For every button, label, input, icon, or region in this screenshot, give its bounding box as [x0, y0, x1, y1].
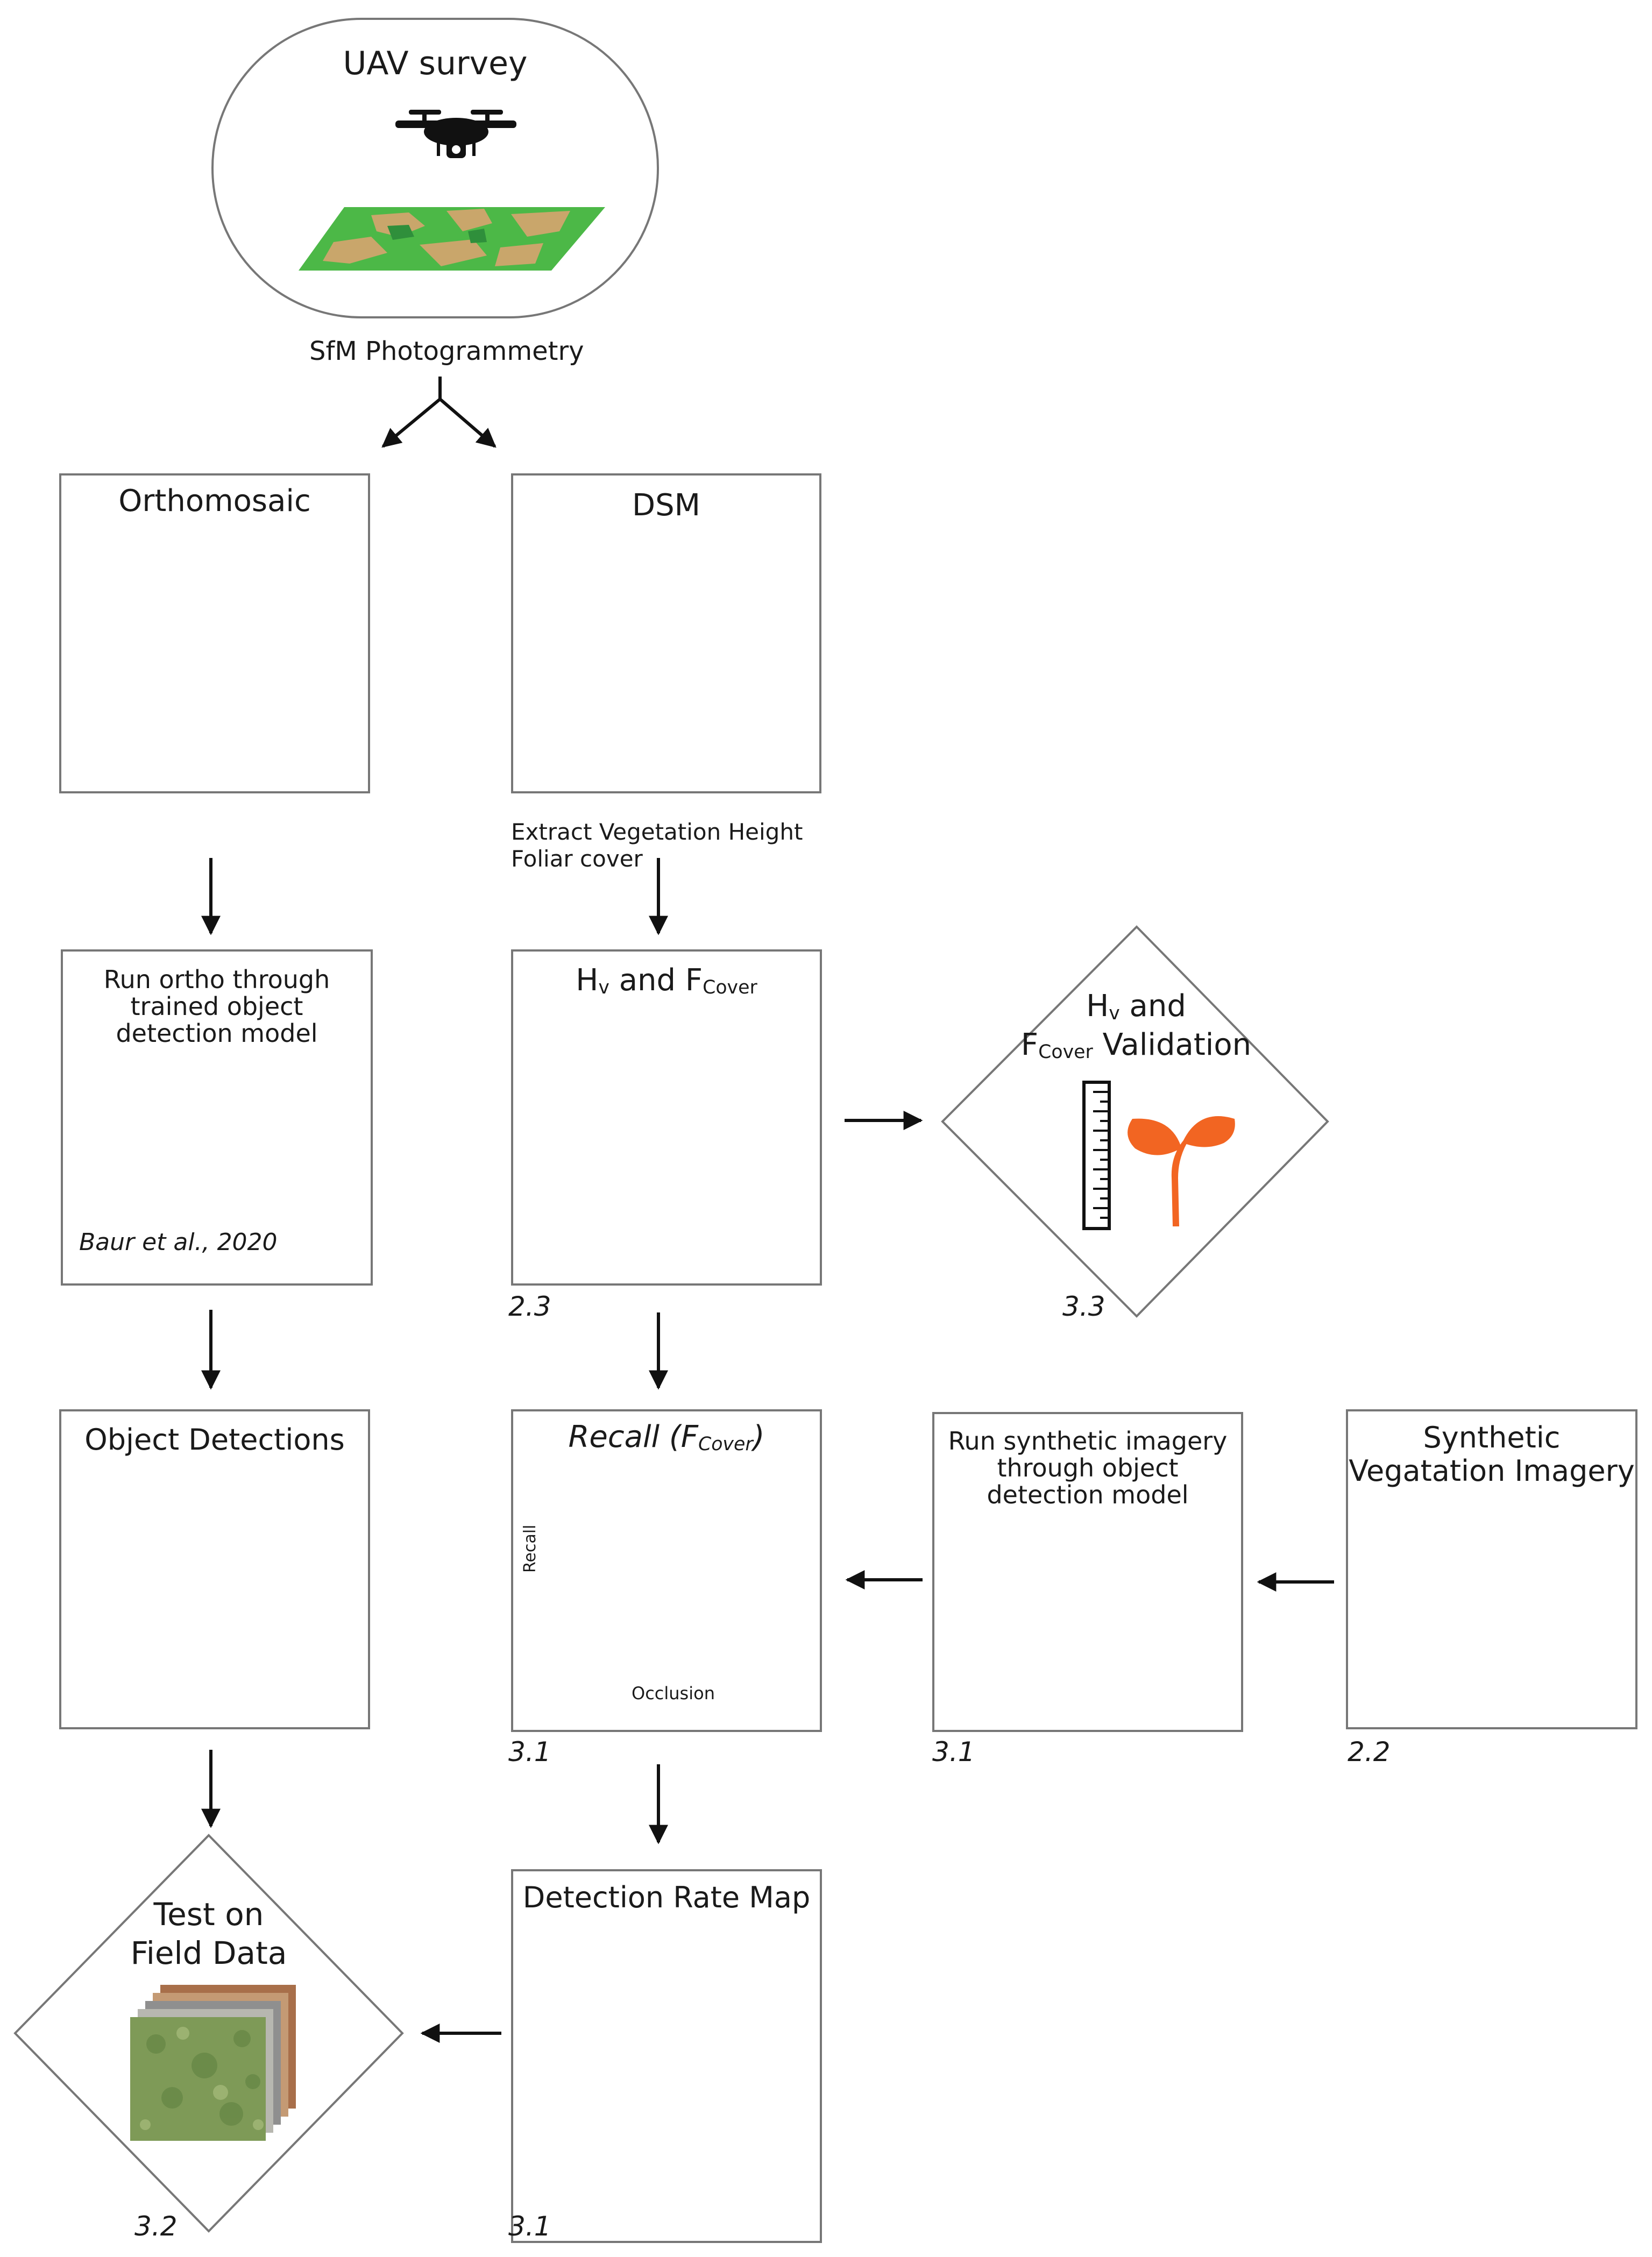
field-line2: Field Data — [130, 1935, 287, 1971]
hv-fcover-title: Hv and FCover — [513, 963, 820, 999]
run-ortho-line2: trained object — [130, 992, 303, 1021]
extract-line2: Foliar cover — [511, 846, 643, 872]
step-number-2-3: 2.3 — [508, 1291, 551, 1322]
val-f-sub: Cover — [1038, 1041, 1093, 1063]
ruler-icon — [1082, 1081, 1111, 1230]
synthetic-line2: Vegatation Imagery — [1349, 1454, 1635, 1488]
orthomosaic-title: Orthomosaic — [118, 484, 311, 519]
step-number-rate: 3.1 — [508, 2211, 551, 2242]
dsm-box: DSM — [511, 473, 821, 793]
hv-fcover-sub: Cover — [703, 977, 757, 999]
synthetic-box: Synthetic Vegatation Imagery % occlusion — [1346, 1409, 1637, 1729]
hv-and: and — [609, 963, 685, 998]
val-word: Validation — [1093, 1027, 1252, 1062]
recall-y-label: Recall — [521, 1524, 540, 1573]
recall-word: Recall — [568, 1420, 660, 1454]
step-number-recall: 3.1 — [508, 1736, 551, 1768]
citation-label: Baur et al., 2020 — [79, 1229, 278, 1256]
step-number-3-2: 3.2 — [134, 2211, 178, 2242]
run-synthetic-box: Run synthetic imagery through object det… — [932, 1412, 1243, 1732]
object-detections-title: Object Detections — [84, 1423, 345, 1457]
run-ortho-line3: detection model — [116, 1019, 318, 1048]
side-arrows — [420, 1111, 1334, 2043]
recall-open: (F — [660, 1420, 698, 1454]
extract-line1: Extract Vegetation Height — [511, 819, 803, 845]
synthetic-line1: Synthetic — [1423, 1421, 1561, 1454]
run-synth-line3: detection model — [987, 1480, 1189, 1509]
run-synth-line1: Run synthetic imagery — [948, 1426, 1228, 1456]
hv-h: H — [576, 963, 599, 998]
dsm-title: DSM — [632, 488, 700, 523]
field-imagery-stack — [130, 1985, 296, 2141]
hv-sub: v — [598, 977, 609, 999]
run-synth-line2: through object — [997, 1453, 1179, 1482]
val-h: H — [1086, 989, 1109, 1024]
survey-area-map — [299, 207, 605, 271]
hv-f: F — [685, 963, 703, 998]
recall-close: ) — [753, 1420, 765, 1454]
drone-icon — [395, 110, 516, 158]
step-number-3-3: 3.3 — [1062, 1291, 1105, 1322]
validation-title-line2: FCover Validation — [996, 1027, 1276, 1063]
validation-title-line1: Hv and — [996, 989, 1276, 1025]
field-line1: Test on — [153, 1896, 264, 1933]
down-arrows — [201, 858, 668, 1844]
occlusion-label: % occlusion — [1471, 1687, 1579, 1708]
detection-rate-title: Detection Rate Map — [522, 1880, 811, 1914]
sfm-label: SfM Photogrammetry — [309, 336, 584, 366]
val-f: F — [1020, 1027, 1039, 1062]
uav-title: UAV survey — [343, 45, 528, 82]
val-h-sub: v — [1109, 1003, 1120, 1025]
orthomosaic-box: Orthomosaic — [59, 473, 370, 793]
recall-box: Recall (FCover) Recall Occlusion — [511, 1409, 822, 1732]
recall-x-label: Occlusion — [632, 1683, 715, 1704]
val-and: and — [1119, 989, 1186, 1024]
hv-fcover-box: Hv and FCover — [511, 949, 822, 1286]
run-ortho-box: Run ortho through trained object detecti… — [61, 949, 373, 1286]
split-arrows — [381, 377, 497, 448]
detection-rate-box: Detection Rate Map — [511, 1869, 822, 2243]
recall-sub: Cover — [698, 1433, 753, 1456]
recall-title: Recall (FCover) — [513, 1420, 820, 1456]
seedling-icon — [1128, 1116, 1235, 1226]
run-ortho-line1: Run ortho through — [103, 965, 330, 994]
step-number-run-synth: 3.1 — [932, 1736, 975, 1768]
object-detections-box: Object Detections — [59, 1409, 370, 1729]
step-number-2-2: 2.2 — [1348, 1736, 1391, 1768]
